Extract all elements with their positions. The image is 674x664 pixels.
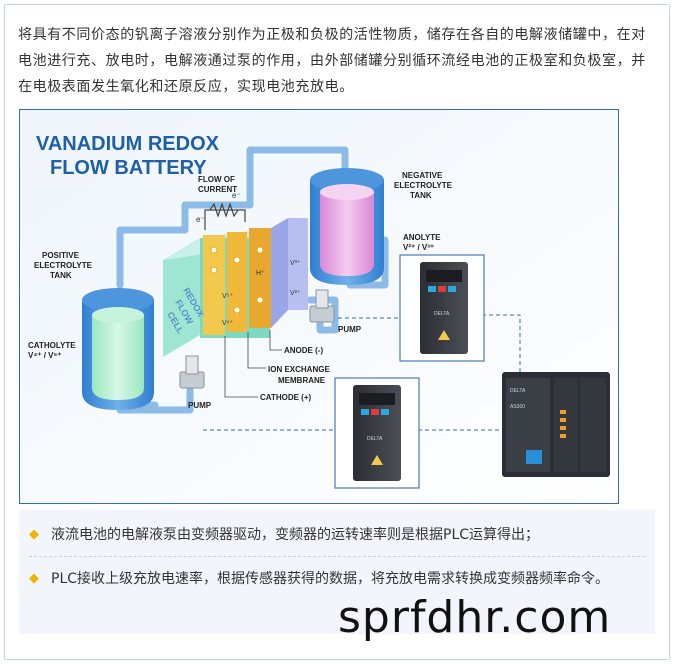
- bullet-divider: [29, 556, 645, 557]
- plc-terminal: [560, 434, 566, 438]
- resistor-icon: [209, 202, 239, 218]
- circuit-wire: [204, 209, 246, 230]
- drive-1-button: [438, 286, 446, 292]
- drive-2-button: [381, 409, 389, 415]
- plc-brand: DELTA: [510, 388, 526, 394]
- flow-of-current-label-2: CURRENT: [198, 185, 237, 194]
- electron-label-right: e⁻: [232, 191, 241, 200]
- drive-2-button: [371, 409, 379, 415]
- figure-title-line2: FLOW BATTERY: [50, 157, 207, 179]
- positive-tank-top: [82, 288, 154, 312]
- negative-tank-liquid: [320, 192, 374, 276]
- membrane-leader: [247, 332, 266, 369]
- drive-1-brand: DELTA: [434, 311, 450, 317]
- positive-tank-label-3: TANK: [50, 271, 72, 280]
- watermark-text: sprfdhr.com: [338, 592, 612, 643]
- anolyte-label: ANOLYTE: [403, 233, 441, 242]
- ion-dot: [256, 296, 264, 304]
- anode-end-plate: [288, 218, 308, 310]
- negative-liquid-surface: [320, 184, 374, 200]
- cathode-leader: [224, 336, 258, 398]
- pump-left-label: PUMP: [188, 401, 212, 410]
- bullet-item-1: ◆ 液流电池的电解液泵由变频器驱动，变频器的运转速率则是根据PLC运算得出；: [29, 524, 645, 546]
- ion-dot: [210, 246, 218, 254]
- negative-electrolyte-tank: [310, 168, 384, 285]
- control-lines: [203, 314, 521, 431]
- drive-1-body: [420, 262, 468, 354]
- drive-2-display: [359, 393, 395, 405]
- drive-1-button: [448, 286, 456, 292]
- catholyte-ions-label: V⁴⁺ / V⁵⁺: [28, 351, 62, 360]
- ion-v5-label: V⁵⁺: [222, 293, 234, 300]
- diamond-bullet-icon: ◆: [29, 571, 39, 586]
- plc-controller: DELTA AS300: [502, 372, 610, 477]
- pump-right-motor: [315, 289, 329, 309]
- anode-plate: [249, 228, 271, 328]
- membrane-plate: [227, 232, 247, 332]
- bullet-list: ◆ 液流电池的电解液泵由变频器驱动，变频器的运转速率则是根据PLC运算得出； ◆…: [19, 510, 655, 634]
- ion-dot: [233, 256, 241, 264]
- negative-tank-top: [310, 168, 384, 192]
- bullet-text-2: PLC接收上级充放电速率，根据传感器获得的数据，将充放电需求转换成变频器频率命令…: [51, 571, 610, 587]
- dash-drive1-plc: [482, 314, 521, 372]
- cell-right-face: [271, 218, 288, 328]
- pump-left-motor: [185, 355, 199, 375]
- membrane-label-1: ION EXCHANGE: [268, 365, 330, 374]
- redox-flow-cell: REDOX FLOW CELL V⁵⁺ V⁴⁺ H⁺ V³⁺ V²⁺: [163, 218, 308, 357]
- drive-2-button: [361, 409, 369, 415]
- drive-1-display: [426, 270, 462, 282]
- bullet-item-2: ◆ PLC接收上级充放电速率，根据传感器获得的数据，将充放电需求转换成变频器频率…: [29, 568, 645, 590]
- flow-of-current-label-1: FLOW OF: [198, 175, 235, 184]
- right-tank-pipe: [346, 236, 389, 289]
- pump-right-label: PUMP: [338, 325, 362, 334]
- negative-tank-label-1: NEGATIVE: [402, 171, 443, 180]
- diamond-bullet-icon: ◆: [29, 527, 39, 542]
- plc-io-module-1: [554, 378, 578, 472]
- anode-leader: [269, 330, 282, 351]
- electron-label-left: e⁻: [196, 215, 205, 224]
- top-pipe: [116, 146, 349, 289]
- ion-dot: [233, 306, 241, 314]
- cathode-label: CATHODE (+): [260, 393, 312, 402]
- positive-tank-label-1: POSITIVE: [42, 251, 80, 260]
- flow-battery-figure: VANADIUM REDOX FLOW BATTERY: [19, 109, 619, 504]
- negative-tank-label-3: TANK: [410, 191, 432, 200]
- ion-v4-label: V⁴⁺: [222, 320, 234, 327]
- ion-v2-label: V²⁺: [290, 290, 301, 297]
- figure-title-line1: VANADIUM REDOX: [36, 133, 220, 155]
- frequency-drive-1: DELTA: [399, 254, 485, 362]
- ion-h-label: H⁺: [256, 270, 265, 277]
- negative-tank-label-2: ELECTROLYTE: [394, 181, 453, 190]
- positive-tank-liquid: [92, 315, 144, 400]
- ion-v3-label: V³⁺: [290, 260, 301, 267]
- anolyte-ions-label: V²⁺ / V³⁺: [403, 243, 434, 252]
- plc-terminal: [560, 410, 566, 414]
- drive-2-warning-icon: [371, 455, 383, 465]
- plc-ethernet-port: [526, 450, 542, 464]
- cathode-plate: [203, 235, 225, 335]
- frequency-drive-2: DELTA: [334, 377, 420, 489]
- drive-2-brand: DELTA: [367, 436, 383, 442]
- cell-left-face: [163, 238, 200, 357]
- plc-terminal: [560, 418, 566, 422]
- bullet-text-1: 液流电池的电解液泵由变频器驱动，变频器的运转速率则是根据PLC运算得出；: [51, 527, 540, 543]
- drive-1-warning-icon: [438, 330, 450, 340]
- plc-model: AS300: [510, 404, 525, 410]
- positive-liquid-surface: [92, 307, 144, 323]
- anode-label: ANODE (-): [284, 346, 323, 355]
- intro-paragraph: 将具有不同价态的钒离子溶液分别作为正极和负极的活性物质，储存在各自的电解液储罐中…: [18, 27, 646, 95]
- positive-tank-label-2: ELECTROLYTE: [34, 261, 93, 270]
- drive-1-button: [428, 286, 436, 292]
- pump-right: [309, 289, 335, 323]
- membrane-label-2: MEMBRANE: [278, 376, 326, 385]
- left-return-pipe: [116, 376, 194, 414]
- external-circuit: e⁻ e⁻: [196, 191, 246, 230]
- plc-io-module-2: [580, 378, 606, 472]
- positive-electrolyte-tank: [82, 288, 154, 410]
- catholyte-label: CATHOLYTE: [28, 341, 76, 350]
- ion-dot: [210, 266, 218, 274]
- pump-left: [179, 355, 205, 389]
- ion-dot: [256, 246, 264, 254]
- plc-terminal: [560, 426, 566, 430]
